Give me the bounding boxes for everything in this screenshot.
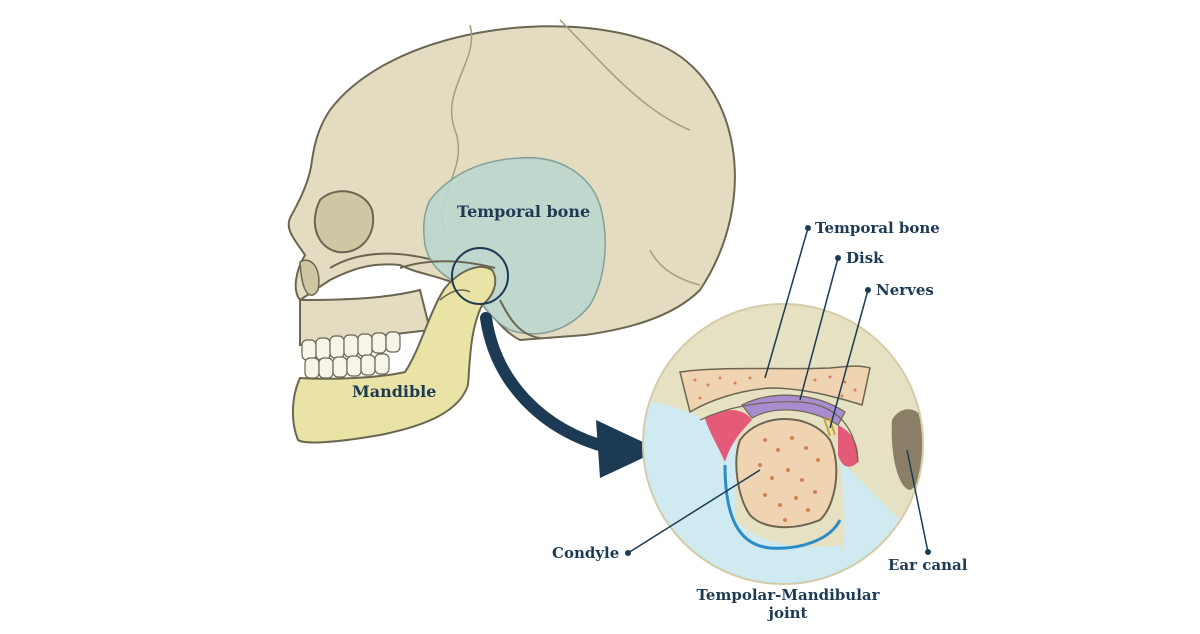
tmj-label-line1: Tempolar-Mandibular bbox=[696, 586, 880, 604]
disk-label: Disk bbox=[846, 249, 884, 267]
ear-canal-label: Ear canal bbox=[888, 556, 968, 574]
tmj-label-line2: joint bbox=[768, 604, 808, 622]
tmj-label: Tempolar-Mandibular joint bbox=[688, 586, 888, 622]
temporal-bone-section bbox=[679, 365, 871, 414]
detail-temporal-bone-label: Temporal bone bbox=[815, 219, 940, 237]
leader-lines bbox=[627, 227, 929, 554]
mandible-bone bbox=[291, 265, 497, 444]
temporal-bone-region bbox=[423, 156, 606, 335]
mandible-label: Mandible bbox=[352, 382, 437, 401]
tmj-highlight-circle bbox=[451, 247, 509, 305]
skull bbox=[287, 19, 736, 444]
condyle-label: Condyle bbox=[552, 544, 620, 562]
ear-canal-shape bbox=[891, 409, 923, 490]
condyle-shape bbox=[735, 418, 838, 529]
eye-socket bbox=[313, 190, 375, 254]
temporal-bone-label: Temporal bone bbox=[457, 202, 591, 221]
nerves-label: Nerves bbox=[876, 281, 934, 299]
detail-view bbox=[642, 303, 924, 585]
nerves-shape bbox=[823, 416, 836, 437]
teeth bbox=[301, 331, 401, 379]
leader-dots bbox=[625, 225, 931, 556]
zoom-arrow bbox=[480, 312, 660, 478]
